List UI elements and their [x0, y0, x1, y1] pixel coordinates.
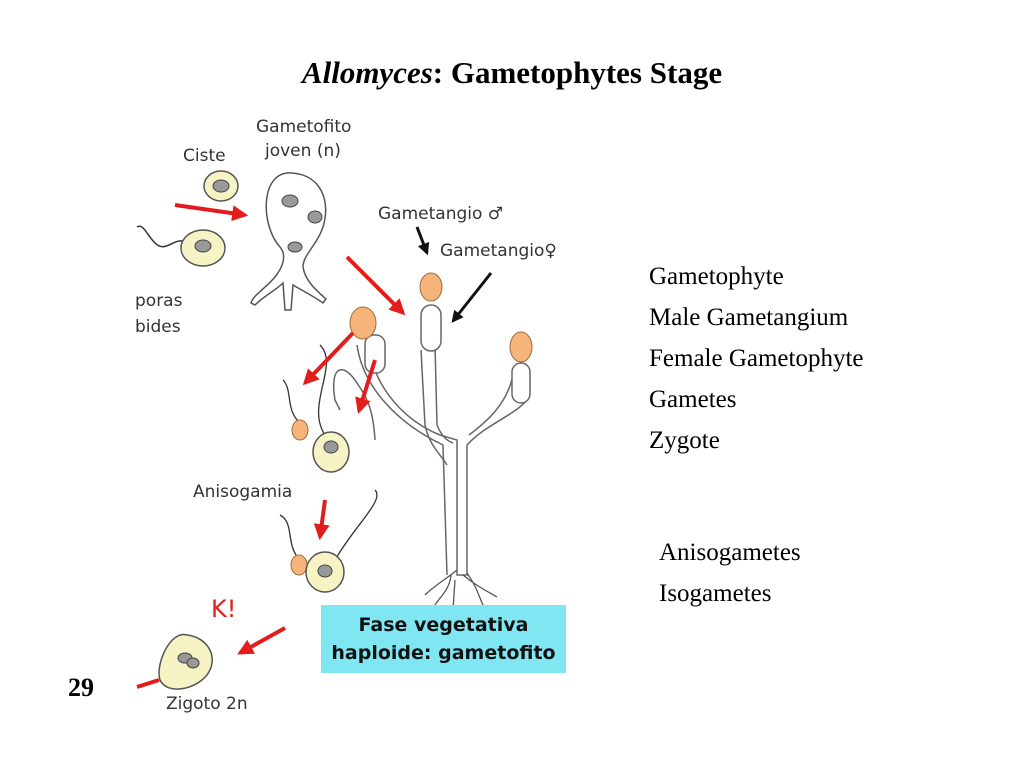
diagram-svg: Ciste Gametofito joven (n) Gametangio ♂ …: [135, 117, 557, 714]
label-gametangio-male: Gametangio ♂: [378, 204, 503, 224]
gamete-large: [312, 344, 350, 473]
label-zigoto: Zigoto 2n: [166, 694, 248, 714]
label-gametofito-2: joven (n): [264, 141, 341, 161]
cyst-cell: [203, 170, 239, 202]
term-list-secondary: Anisogametes Isogametes: [659, 532, 801, 614]
label-anisogamia: Anisogamia: [193, 482, 292, 502]
term-item: Female Gametophyte: [649, 345, 864, 372]
young-gametophyte: [250, 172, 328, 311]
label-esporas-2: bides: [135, 317, 181, 337]
arrow-anisogamy: [313, 499, 330, 541]
fase-line1: Fase vegetativa: [358, 614, 529, 636]
arrow-to-zygote: [237, 626, 286, 655]
label-k-mark: K!: [211, 595, 236, 623]
term-item: Gametophyte: [649, 263, 784, 290]
term-item: Isogametes: [659, 580, 772, 607]
label-gametofito-1: Gametofito: [256, 117, 351, 137]
arrow-gametangio-female: [451, 272, 493, 323]
allomyces-diagram: Ciste Gametofito joven (n) Gametangio ♂ …: [135, 105, 580, 720]
title-italic: Allomyces: [301, 55, 433, 90]
term-item: Zygote: [649, 427, 720, 454]
label-gametangio-female: Gametangio♀: [440, 241, 557, 261]
zygote-cell: [136, 633, 213, 690]
mature-gametophyte: [333, 272, 533, 611]
arrow-release-large-gamete: [355, 359, 377, 415]
slide-title: Allomyces: Gametophytes Stage: [0, 55, 1024, 91]
term-item: Gametes: [649, 386, 737, 413]
fase-vegetativa-box: Fase vegetativa haploide: gametofito: [321, 605, 566, 673]
term-item: Male Gametangium: [649, 304, 849, 331]
term-list-primary: Gametophyte Male Gametangium Female Game…: [649, 256, 864, 461]
arrow-cyst-to-gametophyte: [174, 203, 249, 222]
zoospore-cell: [136, 225, 226, 267]
label-esporas-1: poras: [135, 291, 183, 311]
arrow-gametangio-male: [415, 226, 430, 256]
gamete-small: [282, 379, 309, 441]
title-rest: : Gametophytes Stage: [432, 55, 723, 90]
page-number: 29: [68, 673, 94, 702]
arrow-release-small-gamete: [302, 331, 355, 386]
anisogamy-pair: [279, 489, 378, 593]
arrow-to-gametangia: [345, 255, 406, 316]
term-item: Anisogametes: [659, 539, 801, 566]
fase-line2: haploide: gametofito: [331, 642, 556, 664]
label-ciste: Ciste: [183, 146, 226, 166]
